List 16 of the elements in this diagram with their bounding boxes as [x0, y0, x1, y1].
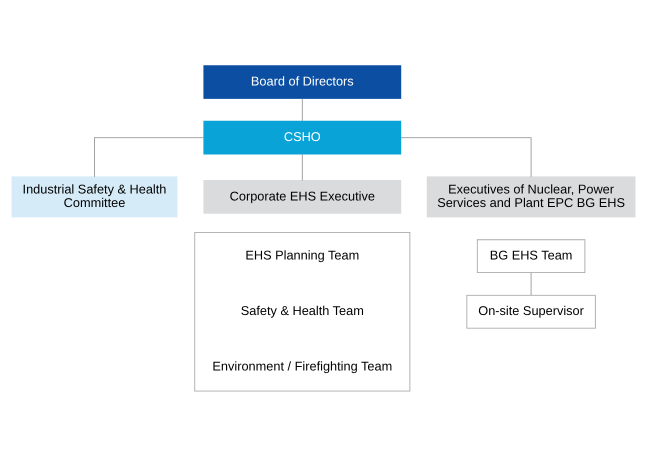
connector [530, 272, 532, 296]
connector [94, 136, 204, 177]
node-box: BG EHS Team [476, 238, 586, 273]
connector [400, 136, 532, 177]
cluster [194, 232, 410, 392]
node-box: On-site Supervisor [466, 294, 596, 328]
node-box: Executives of Nuclear, Power Services and Plant EPC BG EHS [426, 176, 636, 217]
node-text: Safety & Health Team [240, 302, 364, 318]
node-text: EHS Planning Team [245, 247, 360, 262]
node-box: Industrial Safety & Health Committee [12, 176, 178, 217]
node-text: Environment / Firefighting Team [212, 358, 392, 374]
node-box: Corporate EHS Executive [203, 180, 402, 214]
node-box: CSHO [203, 120, 402, 154]
connector [302, 153, 303, 180]
connector [302, 98, 303, 121]
node-box: Board of Directors [203, 64, 402, 98]
